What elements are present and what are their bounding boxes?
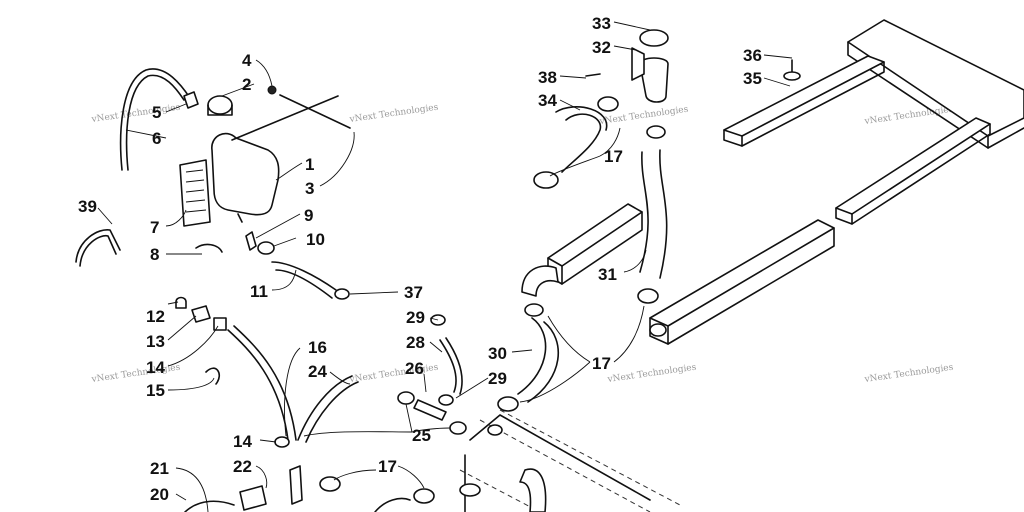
callout-17: 17 [604, 147, 623, 166]
watermark: vNext Technologies [348, 363, 439, 386]
callout-25: 25 [412, 426, 431, 445]
callout-28: 28 [406, 333, 425, 352]
vent-hose [119, 68, 199, 171]
callout-35: 35 [743, 69, 762, 88]
callout-2: 2 [242, 75, 251, 94]
leader-lines [97, 21, 793, 512]
callout-14: 14 [233, 432, 252, 451]
callout-16: 16 [308, 338, 327, 357]
callout-15: 15 [146, 381, 165, 400]
hoses-left-lower [175, 296, 435, 512]
watermark: vNext Technologies [348, 103, 439, 126]
callout-38: 38 [538, 68, 557, 87]
watermark: vNext Technologies [863, 363, 954, 386]
callout-10: 10 [306, 230, 325, 249]
callout-34: 34 [538, 91, 557, 110]
strap [75, 229, 121, 267]
callout-14: 14 [146, 358, 165, 377]
callout-37: 37 [404, 283, 423, 302]
callout-36: 36 [743, 46, 762, 65]
callout-3: 3 [305, 179, 314, 198]
callout-29: 29 [488, 369, 507, 388]
callout-8: 8 [150, 245, 159, 264]
callout-32: 32 [592, 38, 611, 57]
callout-22: 22 [233, 457, 252, 476]
callout-7: 7 [150, 218, 159, 237]
callout-labels: 33 32 38 34 36 35 4 2 5 6 1 3 17 39 7 9 … [78, 14, 762, 504]
callout-6: 6 [152, 129, 161, 148]
watermark: vNext Technologies [90, 363, 181, 386]
frame-assembly [723, 19, 1024, 225]
callout-21: 21 [150, 459, 169, 478]
tunnel-dashed [459, 409, 681, 512]
callout-11: 11 [250, 282, 268, 301]
callout-1: 1 [305, 155, 314, 174]
coolant-reservoir [179, 85, 351, 255]
tee-fitting [397, 314, 467, 435]
callout-24: 24 [308, 362, 327, 381]
watermark: vNext Technologies [606, 363, 697, 386]
callout-17: 17 [592, 354, 611, 373]
callout-31: 31 [598, 265, 617, 284]
callout-39: 39 [78, 197, 97, 216]
filler-neck [533, 29, 669, 189]
callout-17: 17 [378, 457, 397, 476]
callout-9: 9 [304, 206, 313, 225]
callout-20: 20 [150, 485, 169, 504]
heat-exchanger [649, 219, 835, 345]
screw-36 [783, 59, 801, 81]
callout-12: 12 [146, 307, 165, 326]
callout-29: 29 [406, 308, 425, 327]
hose-11 [271, 261, 350, 300]
callout-33: 33 [592, 14, 611, 33]
callout-5: 5 [152, 103, 161, 122]
hose-30 [497, 303, 559, 412]
callout-13: 13 [146, 332, 165, 351]
callout-30: 30 [488, 344, 507, 363]
watermark: vNext Technologies [90, 103, 181, 126]
callout-26: 26 [405, 359, 424, 378]
callout-4: 4 [242, 51, 252, 70]
hose-31 [637, 149, 668, 304]
radiator-center [521, 203, 643, 297]
